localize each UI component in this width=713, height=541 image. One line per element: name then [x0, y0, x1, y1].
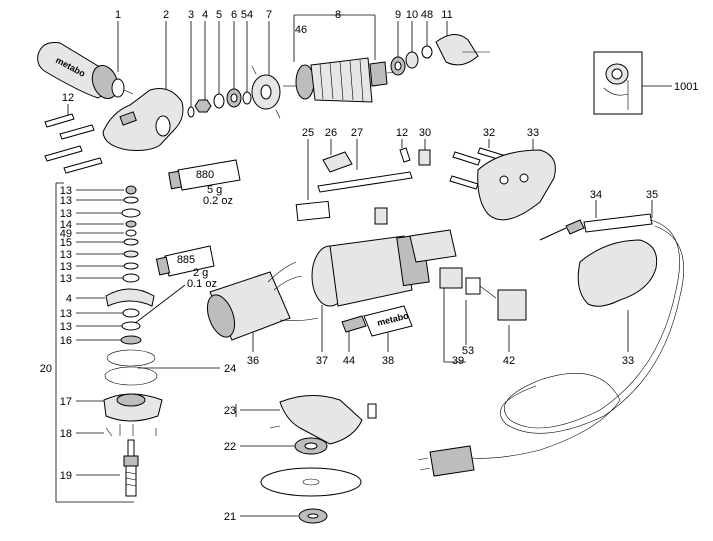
label-part-5: 5 — [216, 9, 222, 21]
label-stack-16: 16 — [60, 335, 72, 347]
label-part-33-top: 33 — [527, 127, 539, 139]
label-stack-13f: 13 — [60, 273, 72, 285]
tube-885-label: 885 — [177, 254, 195, 266]
label-part-33-bottom: 33 — [622, 355, 634, 367]
side-handle-part: metabo — [37, 42, 134, 99]
label-stack-14: 14 — [60, 219, 72, 231]
label-part-3: 3 — [188, 9, 194, 21]
label-part-36: 36 — [247, 355, 259, 367]
field-coil-part — [206, 261, 319, 341]
grease-tube-885: 885 — [155, 245, 215, 277]
label-part-35: 35 — [646, 189, 658, 201]
label-stack-24: 24 — [224, 363, 236, 375]
label-part-44: 44 — [343, 355, 355, 367]
rear-handle-shell-part — [577, 239, 658, 307]
tube-880-qty-oz: 0.2 oz — [203, 195, 233, 207]
label-part-9: 9 — [395, 9, 401, 21]
bearing-parts-top-right — [390, 34, 490, 76]
label-part-12-mid: 12 — [396, 127, 408, 139]
label-part-11: 11 — [441, 9, 452, 21]
tube-880-qty-g: 5 g — [207, 184, 222, 196]
label-stack-20: 20 — [40, 363, 52, 375]
tube-880-label: 880 — [196, 169, 214, 181]
grease-tube-880: 880 — [168, 159, 241, 191]
label-part-38: 38 — [382, 355, 394, 367]
label-part-8: 8 — [335, 9, 341, 21]
armature-part — [283, 57, 399, 103]
label-stack-13c: 13 — [60, 208, 72, 220]
disc-flange-parts — [260, 437, 362, 524]
label-stack-19: 19 — [60, 470, 72, 482]
spindle-stack-parts — [104, 185, 158, 386]
label-part-10: 10 — [406, 9, 418, 21]
label-part-21: 21 — [224, 511, 236, 523]
gear-housing-part — [102, 88, 184, 151]
small-parts-top — [187, 65, 281, 119]
label-part-54: 54 — [241, 9, 253, 21]
label-stack-13d: 13 — [60, 249, 72, 261]
switch-components — [374, 207, 527, 321]
switch-rod-parts — [295, 147, 431, 222]
label-part-1001: 1001 — [674, 81, 698, 93]
cable-and-plug-parts — [417, 213, 684, 477]
label-stack-13e: 13 — [60, 261, 72, 273]
label-part-7: 7 — [266, 9, 272, 21]
label-part-25: 25 — [302, 127, 314, 139]
label-stack-17: 17 — [60, 396, 72, 408]
label-stack-13h: 13 — [60, 321, 72, 333]
label-part-12-left: 12 — [62, 92, 74, 104]
label-part-22: 22 — [224, 441, 236, 453]
label-part-48: 48 — [421, 9, 433, 21]
screws-12-left — [44, 113, 103, 174]
label-part-1: 1 — [115, 9, 121, 21]
label-part-42: 42 — [503, 355, 515, 367]
leader-lines — [55, 14, 672, 517]
label-part-30: 30 — [419, 127, 431, 139]
label-stack-15: 15 — [60, 237, 72, 249]
motor-housing-part: metabo — [311, 233, 430, 337]
label-part-39: 39 — [452, 355, 464, 367]
label-part-34: 34 — [590, 189, 602, 201]
label-stack-49: 49 — [60, 228, 72, 240]
wheel-guard-part — [269, 395, 377, 445]
rear-cover-parts — [449, 147, 556, 221]
label-part-2: 2 — [163, 9, 169, 21]
tube-885-qty-g: 2 g — [193, 267, 208, 279]
label-part-27: 27 — [351, 127, 363, 139]
label-part-53: 53 — [462, 345, 474, 357]
label-stack-13a: 13 — [60, 185, 72, 197]
label-stack-13g: 13 — [60, 308, 72, 320]
label-stack-18: 18 — [60, 428, 72, 440]
label-stack-13b: 13 — [60, 195, 72, 207]
label-stack-4: 4 — [66, 293, 72, 305]
label-part-26: 26 — [325, 127, 337, 139]
label-part-6: 6 — [231, 9, 237, 21]
tube-885-qty-oz: 0.1 oz — [187, 278, 217, 290]
label-part-4: 4 — [202, 9, 208, 21]
inset-1001-part — [593, 51, 643, 115]
label-part-46: 46 — [295, 24, 307, 36]
part-labels: 1 2 3 4 5 6 54 7 8 46 9 10 48 11 1001 12… — [40, 9, 699, 523]
label-part-32: 32 — [483, 127, 495, 139]
label-part-23: 23 — [224, 405, 236, 417]
label-part-37: 37 — [316, 355, 328, 367]
flange-spindle-parts — [103, 393, 163, 497]
